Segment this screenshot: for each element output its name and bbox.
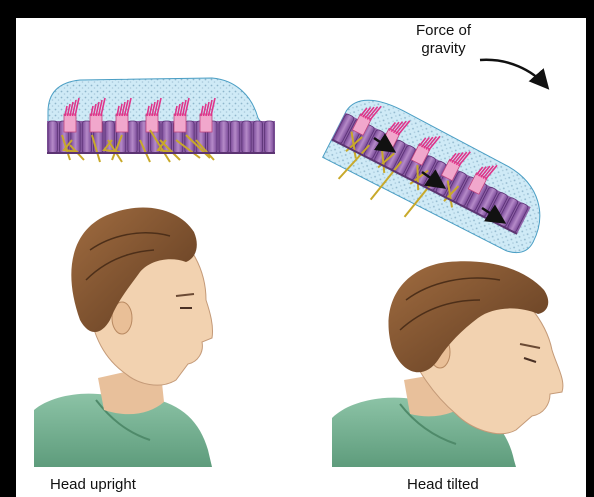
head-upright bbox=[34, 208, 213, 467]
hair-cell bbox=[219, 121, 228, 153]
hair-cell bbox=[128, 121, 137, 153]
caption-head-tilted: Head tilted bbox=[407, 476, 479, 493]
force-of-gravity-label: Force of gravity bbox=[416, 22, 471, 58]
gravity-arrow-icon bbox=[480, 60, 546, 86]
hair-cell bbox=[265, 121, 274, 153]
hair-cell bbox=[230, 121, 239, 153]
caption-head-upright: Head upright bbox=[50, 476, 136, 493]
hair-cell bbox=[253, 121, 262, 153]
head-tilted bbox=[332, 261, 563, 467]
macula-tilted bbox=[315, 88, 559, 274]
macula-upright bbox=[47, 78, 275, 162]
hair-cell bbox=[48, 121, 57, 153]
hair-cell bbox=[242, 121, 251, 153]
hair-cell bbox=[162, 121, 171, 153]
